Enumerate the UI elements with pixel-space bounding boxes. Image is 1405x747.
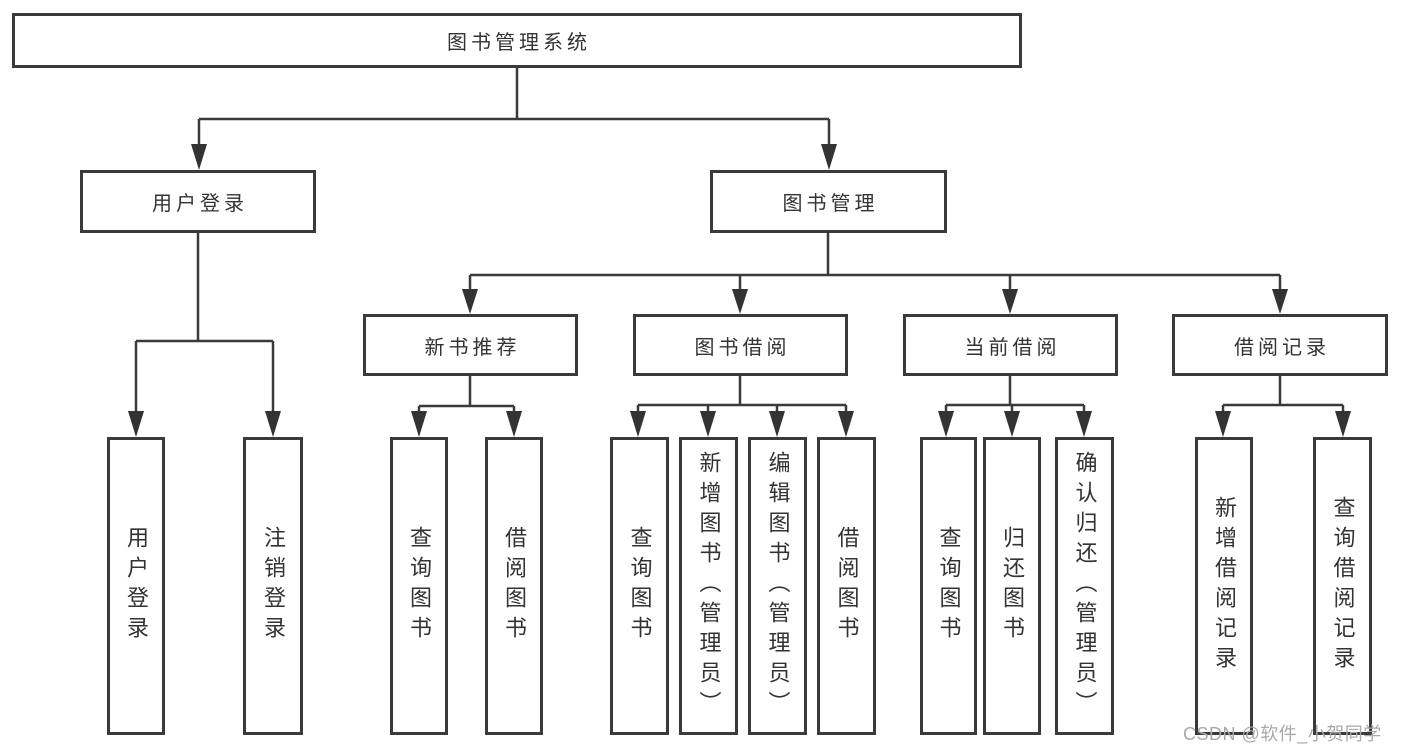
connector-borrowing-records-branch [1215, 376, 1351, 437]
node-label: 注销登录 [261, 526, 286, 646]
arrowhead-icon [191, 144, 207, 170]
node-leaf-query-borrow-record: 查询借阅记录 [1313, 437, 1372, 735]
arrowhead-icon [1335, 411, 1351, 437]
connector-current-borrowing-branch [938, 376, 1092, 437]
node-leaf-borrow-books-recommend: 借阅图书 [485, 437, 543, 735]
node-leaf-add-books-admin: 新增图书（管理员） [679, 437, 738, 735]
csdn-watermark: CSDN @软件_小贺同学 [1183, 724, 1382, 744]
arrowhead-icon [938, 411, 954, 437]
node-label: 用户登录 [124, 526, 149, 646]
node-label: 归还图书 [1000, 526, 1025, 646]
node-label: 查询图书 [936, 526, 962, 646]
node-borrowing-records: 借阅记录 [1172, 314, 1388, 376]
node-label: 当前借阅 [964, 336, 1061, 359]
node-label: 图书管理系统 [447, 32, 591, 54]
node-label: 借阅图书 [502, 526, 527, 646]
node-label: 编辑图书（管理员） [765, 451, 791, 721]
arrowhead-icon [769, 411, 785, 437]
arrowhead-icon [700, 411, 716, 437]
node-label: 新书推荐 [424, 336, 521, 359]
node-label: 新增图书（管理员） [696, 451, 722, 721]
node-book-management: 图书管理 [710, 170, 947, 233]
arrowhead-icon [821, 144, 837, 170]
node-label: 借阅图书 [834, 526, 860, 646]
node-label: 图书借阅 [694, 336, 791, 359]
node-leaf-logout: 注销登录 [243, 437, 303, 735]
arrowhead-icon [128, 411, 144, 437]
connector-root-branch [191, 68, 837, 170]
node-book-management-system: 图书管理系统 [12, 13, 1022, 68]
node-label: 用户登录 [152, 193, 248, 215]
node-leaf-edit-books-admin: 编辑图书（管理员） [748, 437, 807, 735]
node-label: 图书管理 [782, 193, 879, 215]
node-label: 借阅记录 [1234, 336, 1330, 359]
node-leaf-query-books-current: 查询图书 [920, 437, 977, 735]
node-leaf-user-login: 用户登录 [107, 437, 165, 735]
node-leaf-add-borrow-record: 新增借阅记录 [1195, 437, 1253, 735]
node-label: 查询图书 [627, 526, 653, 646]
arrowhead-icon [1002, 289, 1018, 314]
node-leaf-return-books: 归还图书 [983, 437, 1041, 735]
arrowhead-icon [1215, 411, 1231, 437]
node-current-borrowing: 当前借阅 [903, 314, 1118, 376]
node-label: 查询图书 [407, 526, 432, 646]
arrowhead-icon [265, 411, 281, 437]
node-label: 确认归还（管理员） [1072, 451, 1098, 721]
node-leaf-query-books-borrowing: 查询图书 [610, 437, 669, 735]
node-leaf-confirm-return-admin: 确认归还（管理员） [1055, 437, 1114, 735]
node-book-borrowing: 图书借阅 [633, 314, 848, 376]
arrowhead-icon [1272, 289, 1288, 314]
connector-user-login-branch [128, 233, 281, 437]
arrowhead-icon [838, 411, 854, 437]
node-label: 查询借阅记录 [1330, 496, 1356, 676]
arrowhead-icon [1076, 411, 1092, 437]
arrowhead-icon [506, 411, 522, 437]
node-user-login: 用户登录 [80, 170, 316, 233]
node-new-book-recommendation: 新书推荐 [363, 314, 578, 376]
node-leaf-query-books-recommend: 查询图书 [390, 437, 448, 735]
connector-book-borrowing-branch [630, 376, 854, 437]
connector-book-management-branch [462, 233, 1288, 314]
node-leaf-borrow-books-borrowing: 借阅图书 [817, 437, 876, 735]
arrowhead-icon [462, 289, 478, 314]
arrowhead-icon [732, 289, 748, 314]
connector-new-book-branch [411, 376, 522, 437]
arrowhead-icon [411, 411, 427, 437]
arrowhead-icon [1004, 411, 1020, 437]
node-label: 新增借阅记录 [1212, 496, 1237, 676]
arrowhead-icon [630, 411, 646, 437]
